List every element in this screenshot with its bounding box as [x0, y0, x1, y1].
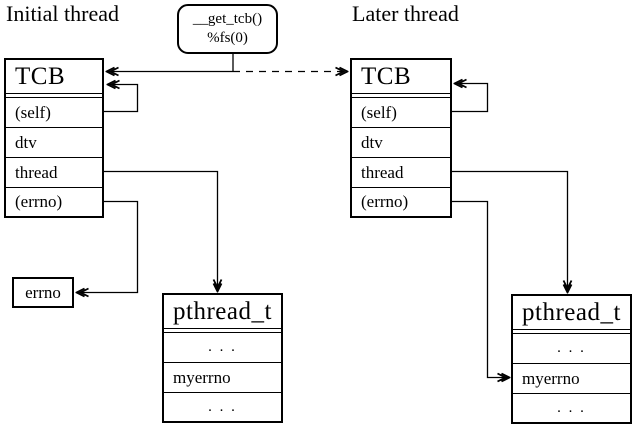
initial-tcb-struct: TCB (self) dtv thread (errno) [4, 58, 104, 218]
errno-box: errno [12, 277, 74, 308]
later-tcb-row-thread: thread [352, 158, 450, 188]
later-pthread-struct: pthread_t . . . myerrno . . . [511, 294, 632, 424]
later-tcb-struct: TCB (self) dtv thread (errno) [350, 58, 452, 218]
later-thread-title: Later thread [352, 1, 459, 26]
arrow-initial-self-loop [104, 85, 139, 113]
double-rule [513, 330, 630, 334]
arrow-later-errno-to-myerrno [452, 200, 509, 378]
later-pthread-header: pthread_t [513, 296, 630, 330]
initial-pthread-row-ellipsis-bottom: . . . [208, 398, 237, 415]
initial-tcb-header: TCB [6, 60, 102, 94]
initial-tcb-row-errno: (errno) [15, 192, 63, 211]
initial-tcb-row-dtv: dtv [6, 128, 102, 158]
arrow-initial-thread-to-pthread [104, 170, 218, 292]
later-tcb-row-dtv: dtv [352, 128, 450, 158]
arrow-later-self-loop [452, 84, 489, 113]
fs-register-label: %fs(0) [207, 30, 248, 46]
initial-tcb-row-thread: thread [6, 158, 102, 188]
later-tcb-row-errno: (errno) [361, 192, 409, 211]
initial-thread-title: Initial thread [6, 1, 120, 26]
later-pthread-row-ellipsis-top: . . . [513, 334, 630, 364]
arrow-later-thread-to-pthread [452, 170, 568, 293]
initial-pthread-row-ellipsis-top: . . . [164, 333, 281, 363]
initial-pthread-row-myerrno: myerrno [164, 363, 281, 393]
get-tcb-label: __get_tcb() [192, 11, 263, 27]
initial-pthread-struct: pthread_t . . . myerrno . . . [162, 293, 283, 423]
initial-tcb-row-self: (self) [6, 98, 102, 128]
double-rule [6, 94, 102, 98]
later-pthread-row-ellipsis-bottom: . . . [557, 399, 586, 416]
get-tcb-accessor-box: __get_tcb() %fs(0) [177, 4, 278, 54]
double-rule [164, 329, 281, 333]
initial-pthread-header: pthread_t [164, 295, 281, 329]
later-pthread-row-myerrno: myerrno [513, 364, 630, 394]
double-rule [352, 94, 450, 98]
later-tcb-row-self: (self) [352, 98, 450, 128]
later-tcb-header: TCB [352, 60, 450, 94]
